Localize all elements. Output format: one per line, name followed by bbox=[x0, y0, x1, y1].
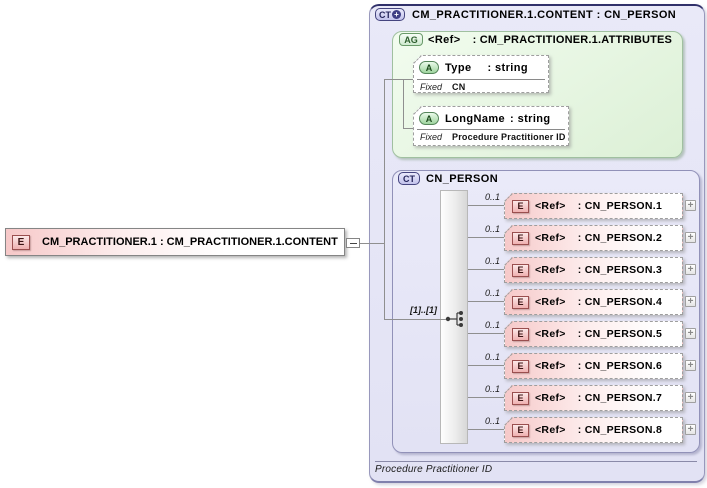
attribute-datatype: : string bbox=[487, 61, 528, 74]
cardinality-label: 0..1 bbox=[484, 384, 500, 394]
connector-line bbox=[360, 243, 384, 244]
element-badge: E bbox=[512, 423, 529, 437]
element-badge: E bbox=[512, 231, 529, 245]
element-ref: <Ref> bbox=[535, 296, 566, 308]
connector-line bbox=[468, 365, 504, 366]
connector-line bbox=[468, 301, 504, 302]
complex-type-badge: CT bbox=[398, 172, 420, 185]
attribute-box-longname[interactable]: A LongName : string Fixed Procedure Prac… bbox=[413, 106, 569, 146]
element-type: : CN_PERSON.6 bbox=[577, 360, 663, 372]
fixed-value: Procedure Practitioner ID bbox=[452, 132, 566, 142]
element-type: : CN_PERSON.2 bbox=[577, 232, 663, 244]
element-badge: E bbox=[12, 234, 30, 250]
cardinality-label: 0..1 bbox=[484, 224, 500, 234]
attribute-name: LongName bbox=[445, 112, 506, 125]
connector-line bbox=[468, 269, 504, 270]
attribute-box-type[interactable]: A Type : string Fixed CN bbox=[413, 55, 549, 93]
divider bbox=[417, 79, 545, 80]
cardinality-label: 0..1 bbox=[484, 320, 500, 330]
element-badge: E bbox=[512, 359, 529, 373]
expand-button[interactable]: + bbox=[685, 296, 696, 307]
plus-circle-icon: + bbox=[392, 10, 401, 19]
expand-button[interactable]: + bbox=[685, 264, 696, 275]
element-badge: E bbox=[512, 199, 529, 213]
connector-line bbox=[468, 397, 504, 398]
element-ref: <Ref> bbox=[535, 200, 566, 212]
cardinality-label: 0..1 bbox=[484, 192, 500, 202]
cardinality-label: 0..1 bbox=[484, 416, 500, 426]
complex-type-plus-badge: CT + bbox=[375, 8, 405, 21]
connector-line bbox=[384, 79, 413, 80]
content-type-header: CT + CM_PRACTITIONER.1.CONTENT : CN_PERS… bbox=[375, 8, 676, 21]
element-row[interactable]: E <Ref> : CN_PERSON.4 bbox=[504, 289, 683, 315]
element-badge: E bbox=[512, 391, 529, 405]
connector-line bbox=[468, 237, 504, 238]
attribute-group-type: : CM_PRACTITIONER.1.ATTRIBUTES bbox=[472, 33, 673, 46]
person-type-header: CT CN_PERSON bbox=[398, 172, 498, 185]
attribute-name: Type bbox=[445, 61, 472, 74]
element-row[interactable]: E <Ref> : CN_PERSON.1 bbox=[504, 193, 683, 219]
element-type: : CN_PERSON.8 bbox=[577, 424, 663, 436]
fixed-label: Fixed bbox=[420, 132, 443, 142]
connector-bracket bbox=[403, 79, 404, 129]
fixed-value: CN bbox=[452, 82, 466, 92]
element-badge: E bbox=[512, 295, 529, 309]
element-ref: <Ref> bbox=[535, 328, 566, 340]
cardinality-label: 0..1 bbox=[484, 288, 500, 298]
footer-annotation: Procedure Practitioner ID bbox=[375, 464, 493, 475]
attribute-group-ref: <Ref> bbox=[428, 33, 461, 46]
root-element-label: CM_PRACTITIONER.1 : CM_PRACTITIONER.1.CO… bbox=[42, 236, 338, 248]
minus-icon bbox=[349, 242, 357, 244]
sequence-icon bbox=[445, 311, 463, 327]
element-ref: <Ref> bbox=[535, 424, 566, 436]
root-element-box[interactable]: E CM_PRACTITIONER.1 : CM_PRACTITIONER.1.… bbox=[5, 228, 345, 256]
connector-line bbox=[468, 205, 504, 206]
person-type-title: CN_PERSON bbox=[426, 172, 499, 185]
expand-button[interactable]: + bbox=[685, 424, 696, 435]
fixed-label: Fixed bbox=[420, 82, 443, 92]
collapse-handle[interactable] bbox=[346, 238, 360, 248]
expand-button[interactable]: + bbox=[685, 360, 696, 371]
element-type: : CN_PERSON.3 bbox=[577, 264, 663, 276]
element-type: : CN_PERSON.7 bbox=[577, 392, 663, 404]
footer-divider bbox=[375, 461, 697, 462]
expand-button[interactable]: + bbox=[685, 392, 696, 403]
expand-button[interactable]: + bbox=[685, 200, 696, 211]
element-badge: E bbox=[512, 327, 529, 341]
element-ref: <Ref> bbox=[535, 232, 566, 244]
attribute-badge: A bbox=[419, 112, 439, 125]
element-ref: <Ref> bbox=[535, 392, 566, 404]
cardinality-label: 0..1 bbox=[484, 352, 500, 362]
attribute-group-badge: AG bbox=[399, 33, 423, 46]
expand-button[interactable]: + bbox=[685, 232, 696, 243]
element-row[interactable]: E <Ref> : CN_PERSON.8 bbox=[504, 417, 683, 443]
element-row[interactable]: E <Ref> : CN_PERSON.7 bbox=[504, 385, 683, 411]
content-type-title: CM_PRACTITIONER.1.CONTENT : CN_PERSON bbox=[412, 8, 677, 21]
element-ref: <Ref> bbox=[535, 264, 566, 276]
element-ref: <Ref> bbox=[535, 360, 566, 372]
attribute-datatype: : string bbox=[510, 112, 551, 125]
element-row[interactable]: E <Ref> : CN_PERSON.6 bbox=[504, 353, 683, 379]
connector-spine bbox=[384, 79, 385, 320]
connector-line bbox=[468, 429, 504, 430]
element-type: : CN_PERSON.1 bbox=[577, 200, 663, 212]
element-row[interactable]: E <Ref> : CN_PERSON.5 bbox=[504, 321, 683, 347]
attribute-group-header: AG <Ref> : CM_PRACTITIONER.1.ATTRIBUTES bbox=[399, 33, 672, 46]
element-row[interactable]: E <Ref> : CN_PERSON.3 bbox=[504, 257, 683, 283]
attribute-badge: A bbox=[419, 61, 439, 74]
connector-line bbox=[403, 128, 413, 129]
connector-line bbox=[468, 333, 504, 334]
connector-line bbox=[384, 319, 446, 320]
element-badge: E bbox=[512, 263, 529, 277]
divider bbox=[417, 129, 565, 130]
element-type: : CN_PERSON.5 bbox=[577, 328, 663, 340]
sequence-compositor-bar[interactable] bbox=[440, 190, 468, 444]
cardinality-label: 0..1 bbox=[484, 256, 500, 266]
element-row[interactable]: E <Ref> : CN_PERSON.2 bbox=[504, 225, 683, 251]
element-type: : CN_PERSON.4 bbox=[577, 296, 663, 308]
expand-button[interactable]: + bbox=[685, 328, 696, 339]
compositor-cardinality: [1]..[1] bbox=[410, 305, 437, 315]
complex-type-badge-label: CT bbox=[379, 9, 391, 20]
